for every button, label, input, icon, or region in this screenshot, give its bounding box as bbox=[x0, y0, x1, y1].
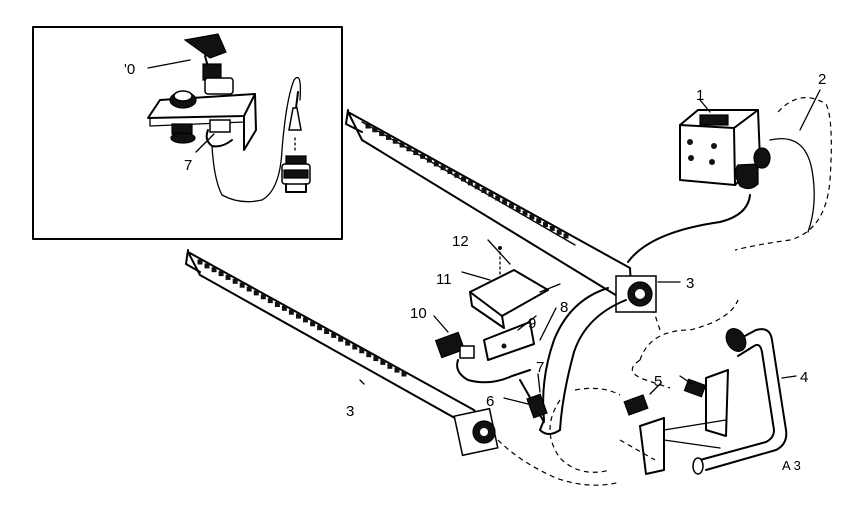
burner-port bbox=[331, 332, 337, 338]
burner-port bbox=[373, 356, 379, 362]
burner-port bbox=[454, 172, 460, 178]
burner-port bbox=[246, 286, 252, 292]
burner-port bbox=[399, 142, 405, 148]
burner-port bbox=[394, 367, 400, 373]
burner-port bbox=[324, 329, 330, 334]
callout-10: 10 bbox=[410, 305, 427, 322]
burner-port bbox=[260, 294, 266, 300]
burner-port bbox=[359, 348, 365, 354]
burner-port bbox=[420, 153, 426, 159]
burner-port bbox=[365, 123, 371, 129]
burner-port bbox=[440, 165, 446, 171]
burner-port bbox=[274, 302, 280, 307]
callout-9: 9 bbox=[528, 315, 536, 332]
burner-port bbox=[447, 169, 453, 174]
inset-frame bbox=[32, 26, 343, 240]
burner-port bbox=[536, 218, 542, 224]
inset-detail: '0 7 bbox=[32, 26, 343, 240]
callout-8: 8 bbox=[560, 299, 568, 316]
burner-port bbox=[433, 161, 439, 167]
burner-port bbox=[474, 184, 480, 190]
burner-port bbox=[204, 263, 210, 269]
burner-port bbox=[406, 146, 412, 152]
pilot-tube bbox=[627, 194, 751, 263]
burner-port bbox=[352, 344, 358, 350]
burner-port bbox=[488, 191, 494, 197]
burner-port bbox=[253, 290, 259, 296]
burner-port bbox=[461, 176, 467, 182]
burner-port bbox=[387, 363, 393, 369]
inset-pilot-assembly bbox=[147, 33, 257, 153]
burner-port bbox=[543, 222, 548, 228]
inset-thermocouple-lead bbox=[211, 76, 302, 203]
burner-frame bbox=[639, 328, 797, 475]
callout-6: 6 bbox=[486, 393, 494, 410]
callout-4: 4 bbox=[800, 369, 808, 386]
burner-port bbox=[529, 214, 535, 220]
burner-port bbox=[392, 138, 398, 144]
burner-right bbox=[345, 109, 681, 313]
burner-port bbox=[522, 210, 528, 216]
burner-port bbox=[481, 188, 487, 193]
burner-port bbox=[338, 336, 344, 342]
burner-left-ports bbox=[197, 259, 407, 377]
burner-port bbox=[197, 259, 203, 265]
burner-port bbox=[281, 305, 287, 311]
callout-2: 2 bbox=[818, 71, 826, 88]
burner-port bbox=[225, 274, 231, 280]
callout-3-left: 3 bbox=[346, 403, 354, 420]
burner-port bbox=[218, 271, 224, 277]
orifice-fittings bbox=[623, 375, 707, 416]
burner-port bbox=[317, 325, 323, 331]
burner-port bbox=[380, 359, 386, 365]
burner-port bbox=[379, 131, 385, 137]
tubing-2 bbox=[769, 138, 815, 233]
burner-port bbox=[386, 134, 391, 140]
burner-port bbox=[372, 127, 378, 133]
burner-port bbox=[267, 298, 273, 304]
burner-port bbox=[502, 199, 508, 205]
callout-1: 1 bbox=[696, 87, 704, 104]
callout-12: 12 bbox=[452, 233, 469, 250]
burner-port bbox=[288, 309, 294, 315]
burner-port bbox=[495, 195, 501, 201]
burner-port bbox=[549, 225, 555, 231]
burner-port bbox=[232, 278, 238, 284]
callout-5: 5 bbox=[654, 373, 662, 390]
burner-port bbox=[413, 150, 419, 156]
gas-valve bbox=[679, 89, 821, 190]
burner-port bbox=[366, 352, 372, 358]
burner-port bbox=[345, 340, 351, 346]
inset-thermocouple-tip bbox=[281, 91, 311, 193]
burner-port bbox=[211, 267, 217, 273]
burner-port bbox=[239, 282, 245, 288]
burner-port bbox=[556, 229, 562, 235]
callout-inset-10: '0 bbox=[124, 61, 135, 78]
burner-port bbox=[508, 203, 514, 209]
burner-port bbox=[515, 206, 521, 212]
burner-port bbox=[310, 321, 316, 327]
burner-port bbox=[563, 233, 569, 239]
burner-port bbox=[467, 180, 473, 186]
callout-inset-7: 7 bbox=[184, 157, 192, 174]
callout-3-right: 3 bbox=[686, 275, 694, 292]
burner-port bbox=[426, 157, 432, 163]
callout-11: 11 bbox=[436, 271, 452, 288]
burner-port bbox=[296, 313, 301, 319]
burner-right-ports bbox=[365, 123, 569, 239]
figure-code: A 3 bbox=[782, 458, 801, 473]
callout-7: 7 bbox=[536, 359, 544, 376]
burner-left bbox=[185, 249, 499, 457]
burner-port bbox=[401, 371, 407, 377]
pilot-bracket-assembly bbox=[433, 239, 561, 423]
burner-port bbox=[303, 317, 308, 323]
